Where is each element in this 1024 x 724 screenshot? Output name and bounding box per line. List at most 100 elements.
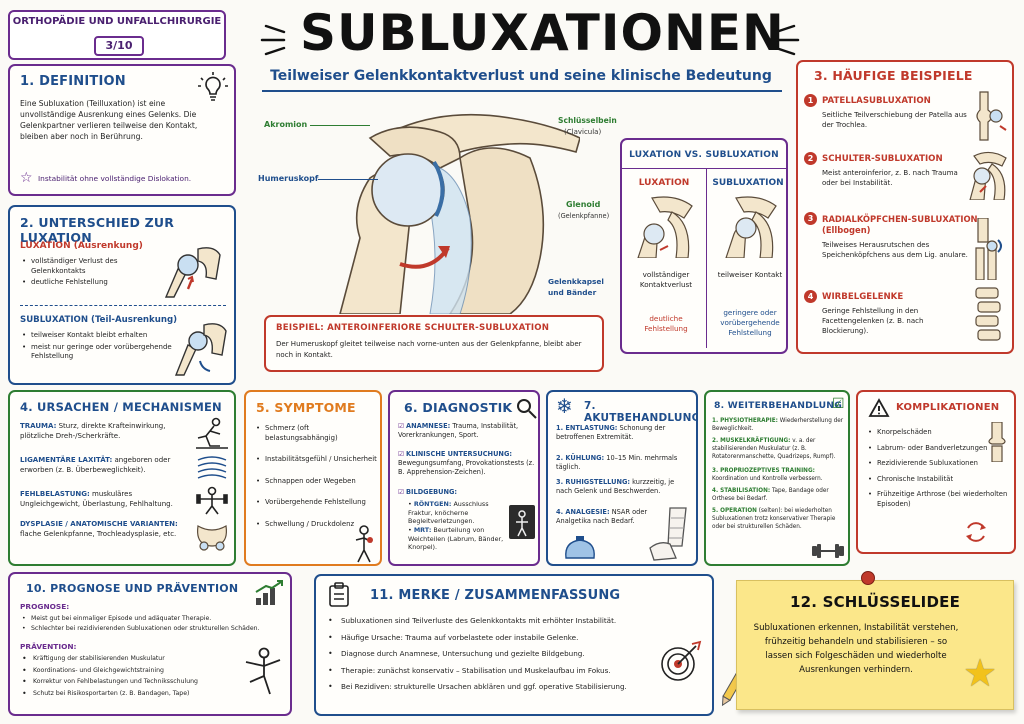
label-clavicula: (Clavicula)	[564, 128, 602, 136]
list-item: Diagnose durch Anamnese, Untersuchung un…	[328, 649, 658, 659]
label-humeruskopf: Humeruskopf	[258, 174, 319, 183]
acute-box: ❄ 7. AKUTBEHANDLUNG 1. ENTLASTUNG: Schon…	[546, 390, 698, 566]
label-humeruskopf-line	[318, 179, 378, 180]
cause-value: flache Gelenkpfanne, Trochleadysplasie, …	[20, 529, 177, 538]
list-item: Subluxationen sind Teilverluste des Gele…	[328, 616, 658, 626]
lightbulb-icon	[198, 72, 228, 101]
list-item: Vorübergehende Fehlstellung	[256, 498, 380, 508]
example-item: 2 SCHULTER-SUBLUXATION Meist anteroinfer…	[804, 151, 1010, 212]
list-item: Labrum- oder Bandverletzungen	[868, 444, 1008, 454]
further-item: 4. STABILISATION: Tape, Bandage oder Ort…	[712, 488, 829, 502]
example-item-desc: Teilweises Herausrutschen des Speichenkö…	[822, 241, 968, 259]
acute-value: kurzzeitig, je nach Gelenk und Beschwerd…	[556, 478, 675, 495]
list-item: deutliche Fehlstellung	[22, 278, 142, 288]
example-title: BEISPIEL: ANTEROINFERIORE SCHULTER-SUBLU…	[276, 323, 550, 333]
cause-item: DYSPLASIE / ANATOMISCHE VARIANTEN: flach…	[20, 520, 188, 539]
cycle-arrows-icon	[966, 522, 986, 542]
diag-value: Bewegungsumfang, Provokationstests (z. B…	[398, 459, 535, 476]
diag-sub-item: • MRT: Beurteilung von Weichteilen (Labr…	[408, 526, 504, 552]
further-key: STABILISATION:	[720, 488, 771, 494]
vs-luxation-label: LUXATION	[638, 178, 690, 188]
diag-value: Ausschluss Fraktur, knöcherne Begleitver…	[408, 500, 489, 526]
joint-dislocated-icon	[164, 247, 221, 298]
cause-key: LIGAMENTÄRE LAXITÄT:	[20, 456, 113, 464]
star-icon: ☆	[20, 170, 33, 186]
vs-middle-divider	[706, 168, 707, 348]
splint-icon	[649, 507, 687, 561]
definition-note: Instabilität ohne vollständige Dislokati…	[38, 174, 192, 183]
further-item: 3. PROPRIOZEPTIVES TRAINING: Koordinatio…	[712, 468, 823, 482]
causes-title: 4. URSACHEN / MECHANISMEN	[20, 400, 222, 414]
ice-pack-icon	[565, 536, 595, 559]
example-item-desc: Meist anteroinferior, z. B. nach Trauma …	[822, 169, 958, 187]
diag-value: Trauma, Instabilität, Vorerkrankungen, S…	[398, 422, 519, 439]
further-box: 8. WEITERBEHANDLUNG ☑ 1. PHYSIOTHERAPIE:…	[704, 390, 850, 566]
diag-sub-item: • RÖNTGEN: Ausschluss Fraktur, knöcherne…	[408, 500, 489, 526]
example-text: Der Humeruskopf gleitet teilweise nach v…	[276, 340, 582, 359]
complications-box: KOMPLIKATIONEN Knorpelschäden Labrum- od…	[856, 390, 1016, 554]
symptoms-title: 5. SYMPTOME	[256, 400, 356, 415]
further-title: 8. WEITERBEHANDLUNG	[714, 400, 842, 411]
examples-box: 3. HÄUFIGE BEISPIELE 1 PATELLASUBLUXATIO…	[796, 60, 1014, 354]
cause-item: LIGAMENTÄRE LAXITÄT: angeboren oder erwo…	[20, 456, 188, 475]
list-item: Therapie: zunächst konservativ – Stabili…	[328, 666, 658, 676]
example-item-title: WIRBELGELENKE	[822, 292, 904, 302]
prognosis-title: 10. PROGNOSE UND PRÄVENTION	[26, 582, 239, 595]
page-number: 3/10	[94, 36, 144, 56]
example-item-title: SCHULTER-SUBLUXATION	[822, 154, 943, 164]
diag-key: RÖNTGEN:	[413, 500, 452, 508]
diag-key: BILDGEBUNG:	[406, 488, 458, 496]
example-item: 4 WIRBELGELENKE Geringe Fehlstellung in …	[804, 287, 1010, 350]
star-icon: ★	[963, 651, 998, 695]
subject-label: ORTHOPÄDIE UND UNFALLCHIRURGIE	[12, 16, 222, 27]
list-item: Häufige Ursache: Trauma auf vorbelastete…	[328, 633, 658, 643]
example-item-title: RADIALKÖPFCHEN-SUBLUXATION	[822, 214, 978, 224]
falling-person-icon	[196, 417, 228, 449]
list-item: meist nur geringe oder vorübergehende Fe…	[22, 343, 172, 362]
list-item: Rezidivierende Subluxationen	[868, 459, 1008, 469]
key-idea-card: 12. SCHLÜSSELIDEE Subluxationen erkennen…	[736, 571, 1014, 710]
complications-list: Knorpelschäden Labrum- oder Bandverletzu…	[868, 428, 1008, 511]
dumbbell-icon	[812, 544, 844, 558]
further-item: 2. MUSKELKRÄFTIGUNG: v. a. der stabilisi…	[712, 438, 836, 460]
label-schluesselbein: Schlüsselbein	[558, 116, 617, 125]
diag-item: ☑ BILDGEBUNG:	[398, 488, 458, 496]
subtitle-underline	[262, 90, 782, 92]
vs-divider	[622, 168, 786, 169]
cause-item: FEHLBELASTUNG: muskuläres Ungleichgewich…	[20, 490, 188, 509]
example-number: 4	[804, 290, 817, 303]
shoulder-icon	[969, 151, 1007, 200]
growth-chart-icon	[255, 580, 283, 605]
key-idea-title: 12. SCHLÜSSELIDEE	[789, 593, 961, 611]
label-glenoid: Glenoid	[566, 200, 601, 209]
pin-icon	[861, 571, 875, 585]
subject-box: ORTHOPÄDIE UND UNFALLCHIRURGIE 3/10	[8, 10, 226, 60]
title-burst-right-icon	[774, 24, 800, 56]
acute-item: 4. ANALGESIE: NSAR oder Analgetika nach …	[556, 508, 648, 525]
summary-title: 11. MERKE / ZUSAMMENFASSUNG	[370, 588, 621, 603]
anatomy-illustration: Akromion Humeruskopf Schlüsselbein (Clav…	[250, 98, 620, 314]
shoulder-joint-illustration	[339, 113, 580, 314]
acute-item: 1. ENTLASTUNG: Schonung der betroffenen …	[556, 424, 666, 441]
vs-subluxation-desc: teilweiser Kontakt	[717, 270, 783, 279]
list-item: Korrektur von Fehlbelastungen und Techni…	[22, 677, 222, 687]
prevention-subtitle: PRÄVENTION:	[20, 642, 77, 651]
weightlifter-icon	[196, 486, 228, 515]
title-burst-left-icon	[260, 24, 286, 56]
difference-box: 2. UNTERSCHIED ZUR LUXATION LUXATION (Au…	[8, 205, 236, 385]
cause-value: angeboren oder erworben (z. B. Überbeweg…	[20, 456, 171, 474]
further-value: Wiederherstellung der Beweglichkeit.	[712, 418, 844, 432]
luxation-list: vollständiger Verlust des Gelenkkontakts…	[22, 257, 142, 290]
list-item: vollständiger Verlust des Gelenkkontakts	[22, 257, 142, 276]
difference-divider	[20, 305, 226, 306]
label-akromion-line	[310, 125, 370, 126]
pelvis-icon	[197, 525, 227, 551]
key-idea-text: Subluxationen erkennen, Instabilität ver…	[753, 623, 959, 675]
knee-patella-icon	[976, 91, 1007, 141]
example-item: 1 PATELLASUBLUXATION Seitliche Teilversc…	[804, 91, 1010, 154]
list-item: Frühzeitige Arthrose (bei wiederholten E…	[868, 490, 1008, 509]
symptoms-box: 5. SYMPTOME Schmerz (oft belastungsabhän…	[244, 390, 382, 566]
diagnostics-title: 6. DIAGNOSTIK	[404, 400, 513, 415]
examples-title: 3. HÄUFIGE BEISPIELE	[814, 68, 973, 83]
subluxation-subtitle: SUBLUXATION (Teil-Ausrenkung)	[20, 315, 178, 325]
